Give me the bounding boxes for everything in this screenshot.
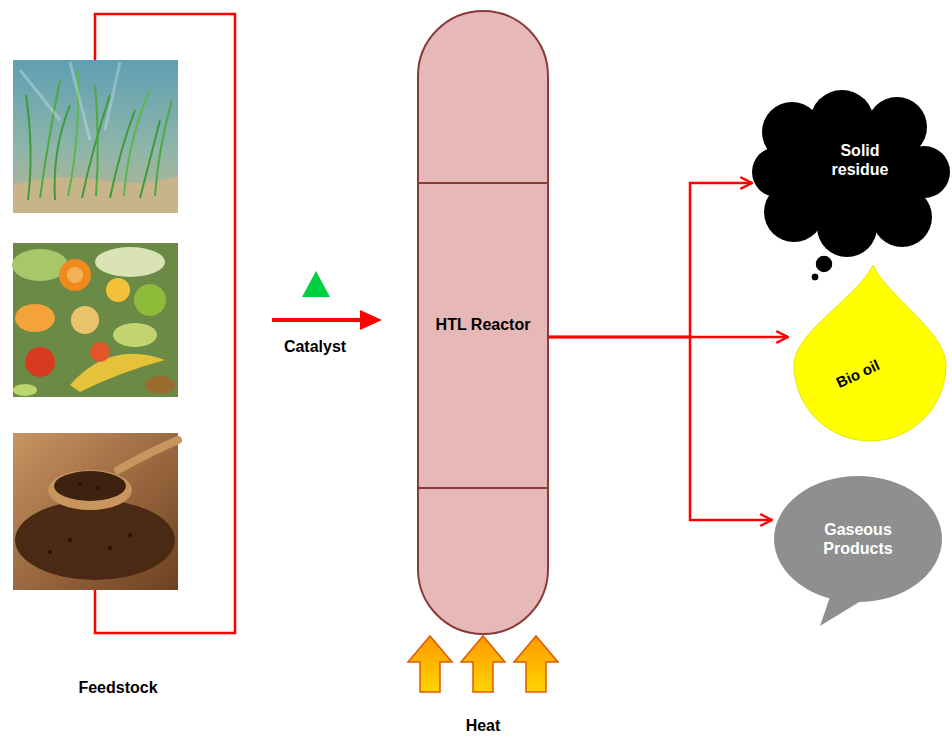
seagrass-photo bbox=[13, 60, 178, 213]
seagrass-photo-part bbox=[13, 60, 178, 213]
seagrass-photo-part bbox=[155, 100, 172, 196]
food-waste-photo-part bbox=[90, 342, 110, 362]
text-holder: Solid residue bbox=[820, 141, 900, 179]
catalyst-symbol bbox=[302, 271, 330, 297]
coffee-grounds-photo-part bbox=[48, 550, 52, 554]
coffee-grounds-photo-part bbox=[13, 433, 178, 590]
group-label: Feedstock bbox=[78, 679, 157, 697]
food-waste-photo bbox=[12, 243, 178, 397]
node-label: HTL Reactor bbox=[423, 315, 543, 334]
food-waste-photo-part bbox=[95, 247, 165, 277]
residue-cloud: Solid residue bbox=[752, 92, 950, 282]
node-label: Gaseous Products bbox=[808, 520, 908, 558]
coffee-grounds-photo-part bbox=[118, 440, 178, 470]
coffee-grounds-photo-part bbox=[48, 470, 132, 510]
text-holder: HTL Reactor bbox=[423, 315, 543, 334]
seagrass-photo-part bbox=[95, 85, 98, 196]
coffee-grounds-photo-part bbox=[96, 486, 100, 490]
food-waste-photo-part bbox=[134, 284, 166, 316]
text-holder: Gaseous Products bbox=[808, 520, 908, 558]
gas-bubble: Gaseous Products bbox=[772, 473, 944, 628]
seagrass-photo-part bbox=[140, 120, 160, 198]
bubble-outline bbox=[774, 476, 942, 626]
coffee-grounds-photo-part bbox=[108, 546, 112, 550]
catalyst-symbol-part bbox=[302, 271, 330, 297]
coffee-grounds-photo-part bbox=[54, 471, 126, 501]
catalyst-arrow-part bbox=[360, 310, 382, 330]
heat-arrows bbox=[408, 636, 558, 692]
food-waste-photo-part bbox=[113, 323, 157, 347]
food-waste-photo-part bbox=[71, 306, 99, 334]
drop-outline bbox=[794, 265, 946, 441]
seagrass-photo-part bbox=[110, 110, 135, 198]
seagrass-photo-part bbox=[55, 105, 70, 200]
heat-arrows-part bbox=[461, 636, 505, 692]
coffee-grounds-photo-part bbox=[15, 500, 175, 580]
bubble-body bbox=[774, 476, 942, 602]
input-label: Heat bbox=[466, 717, 501, 735]
node-shape bbox=[788, 262, 950, 444]
cloud-body bbox=[777, 119, 927, 229]
coffee-grounds-photo bbox=[13, 433, 178, 590]
reactor-divider bbox=[418, 182, 548, 184]
food-waste-photo-part bbox=[13, 384, 37, 396]
input-label: Catalyst bbox=[284, 338, 346, 356]
node-label: Solid residue bbox=[820, 141, 900, 179]
heat-arrows-part bbox=[514, 636, 558, 692]
food-waste-photo-part bbox=[25, 347, 55, 377]
food-waste-photo-part bbox=[67, 267, 83, 283]
seagrass-photo-part bbox=[26, 95, 31, 200]
oil-drop: Bio oil bbox=[788, 262, 950, 444]
coffee-grounds-photo-part bbox=[128, 533, 132, 537]
node-shape bbox=[752, 92, 950, 282]
catalyst-arrow-part bbox=[272, 318, 364, 322]
flow-arrow bbox=[549, 183, 752, 337]
food-waste-photo-part bbox=[15, 304, 55, 332]
food-waste-photo-part bbox=[13, 243, 178, 397]
reactor-outline bbox=[418, 11, 548, 634]
flow-arrow bbox=[549, 337, 772, 520]
cloud-outline bbox=[752, 90, 950, 257]
coffee-grounds-photo-part bbox=[68, 538, 72, 542]
cloud-puff bbox=[815, 255, 833, 273]
seagrass-photo-part bbox=[124, 90, 150, 196]
coffee-grounds-photo-part bbox=[78, 482, 82, 486]
food-waste-photo-part bbox=[59, 259, 91, 291]
reactor-divider bbox=[418, 487, 548, 489]
food-waste-photo-part bbox=[106, 278, 130, 302]
catalyst-arrow bbox=[272, 310, 382, 330]
reactor-vessel: HTL Reactor bbox=[417, 10, 549, 635]
food-waste-photo-part bbox=[145, 376, 175, 394]
seagrass-photo-part bbox=[20, 62, 120, 140]
cloud-puff bbox=[811, 273, 819, 281]
heat-arrows-part bbox=[408, 636, 452, 692]
